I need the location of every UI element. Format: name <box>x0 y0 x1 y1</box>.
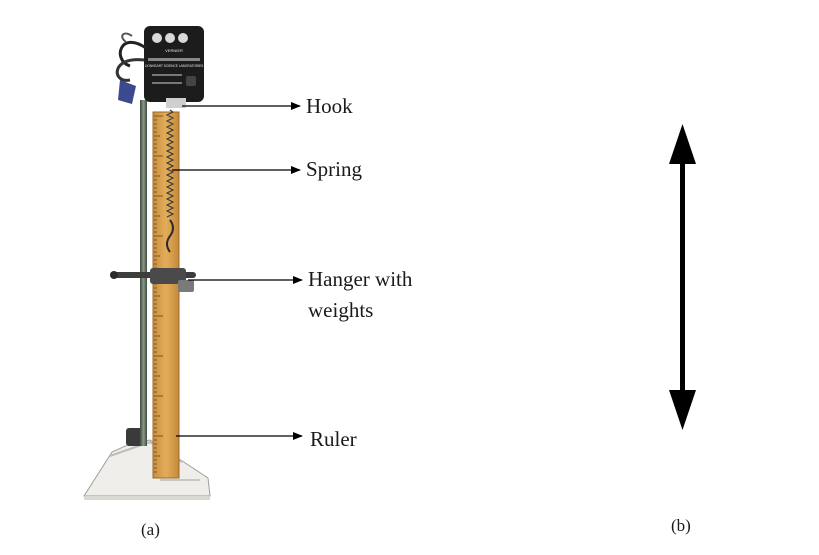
device-lab-text: LIONHEART SCIENCE LABORATORIES <box>145 64 204 68</box>
cables <box>115 32 147 104</box>
hanger-with-weights <box>110 268 196 292</box>
device-brand-text: VERNIER <box>165 48 183 53</box>
arrowhead-down <box>669 390 696 430</box>
double-headed-arrow <box>669 124 696 430</box>
stand-base <box>83 439 211 500</box>
apparatus-photo: VERNIER LIONHEART SCIENCE LABORATORIES <box>83 26 211 500</box>
sensor-box: VERNIER LIONHEART SCIENCE LABORATORIES <box>144 26 204 108</box>
hook-label: Hook <box>306 94 353 118</box>
caption-a: (a) <box>141 520 160 539</box>
label-arrows <box>172 102 303 440</box>
ruler-label: Ruler <box>310 427 357 451</box>
ruler <box>152 111 180 479</box>
hanger-label-line1: Hanger with <box>308 267 413 291</box>
arrowhead-up <box>669 124 696 164</box>
spring-label: Spring <box>306 157 363 181</box>
spring <box>165 109 175 253</box>
hanger-label-line2: weights <box>308 298 374 322</box>
caption-b: (b) <box>671 516 691 535</box>
